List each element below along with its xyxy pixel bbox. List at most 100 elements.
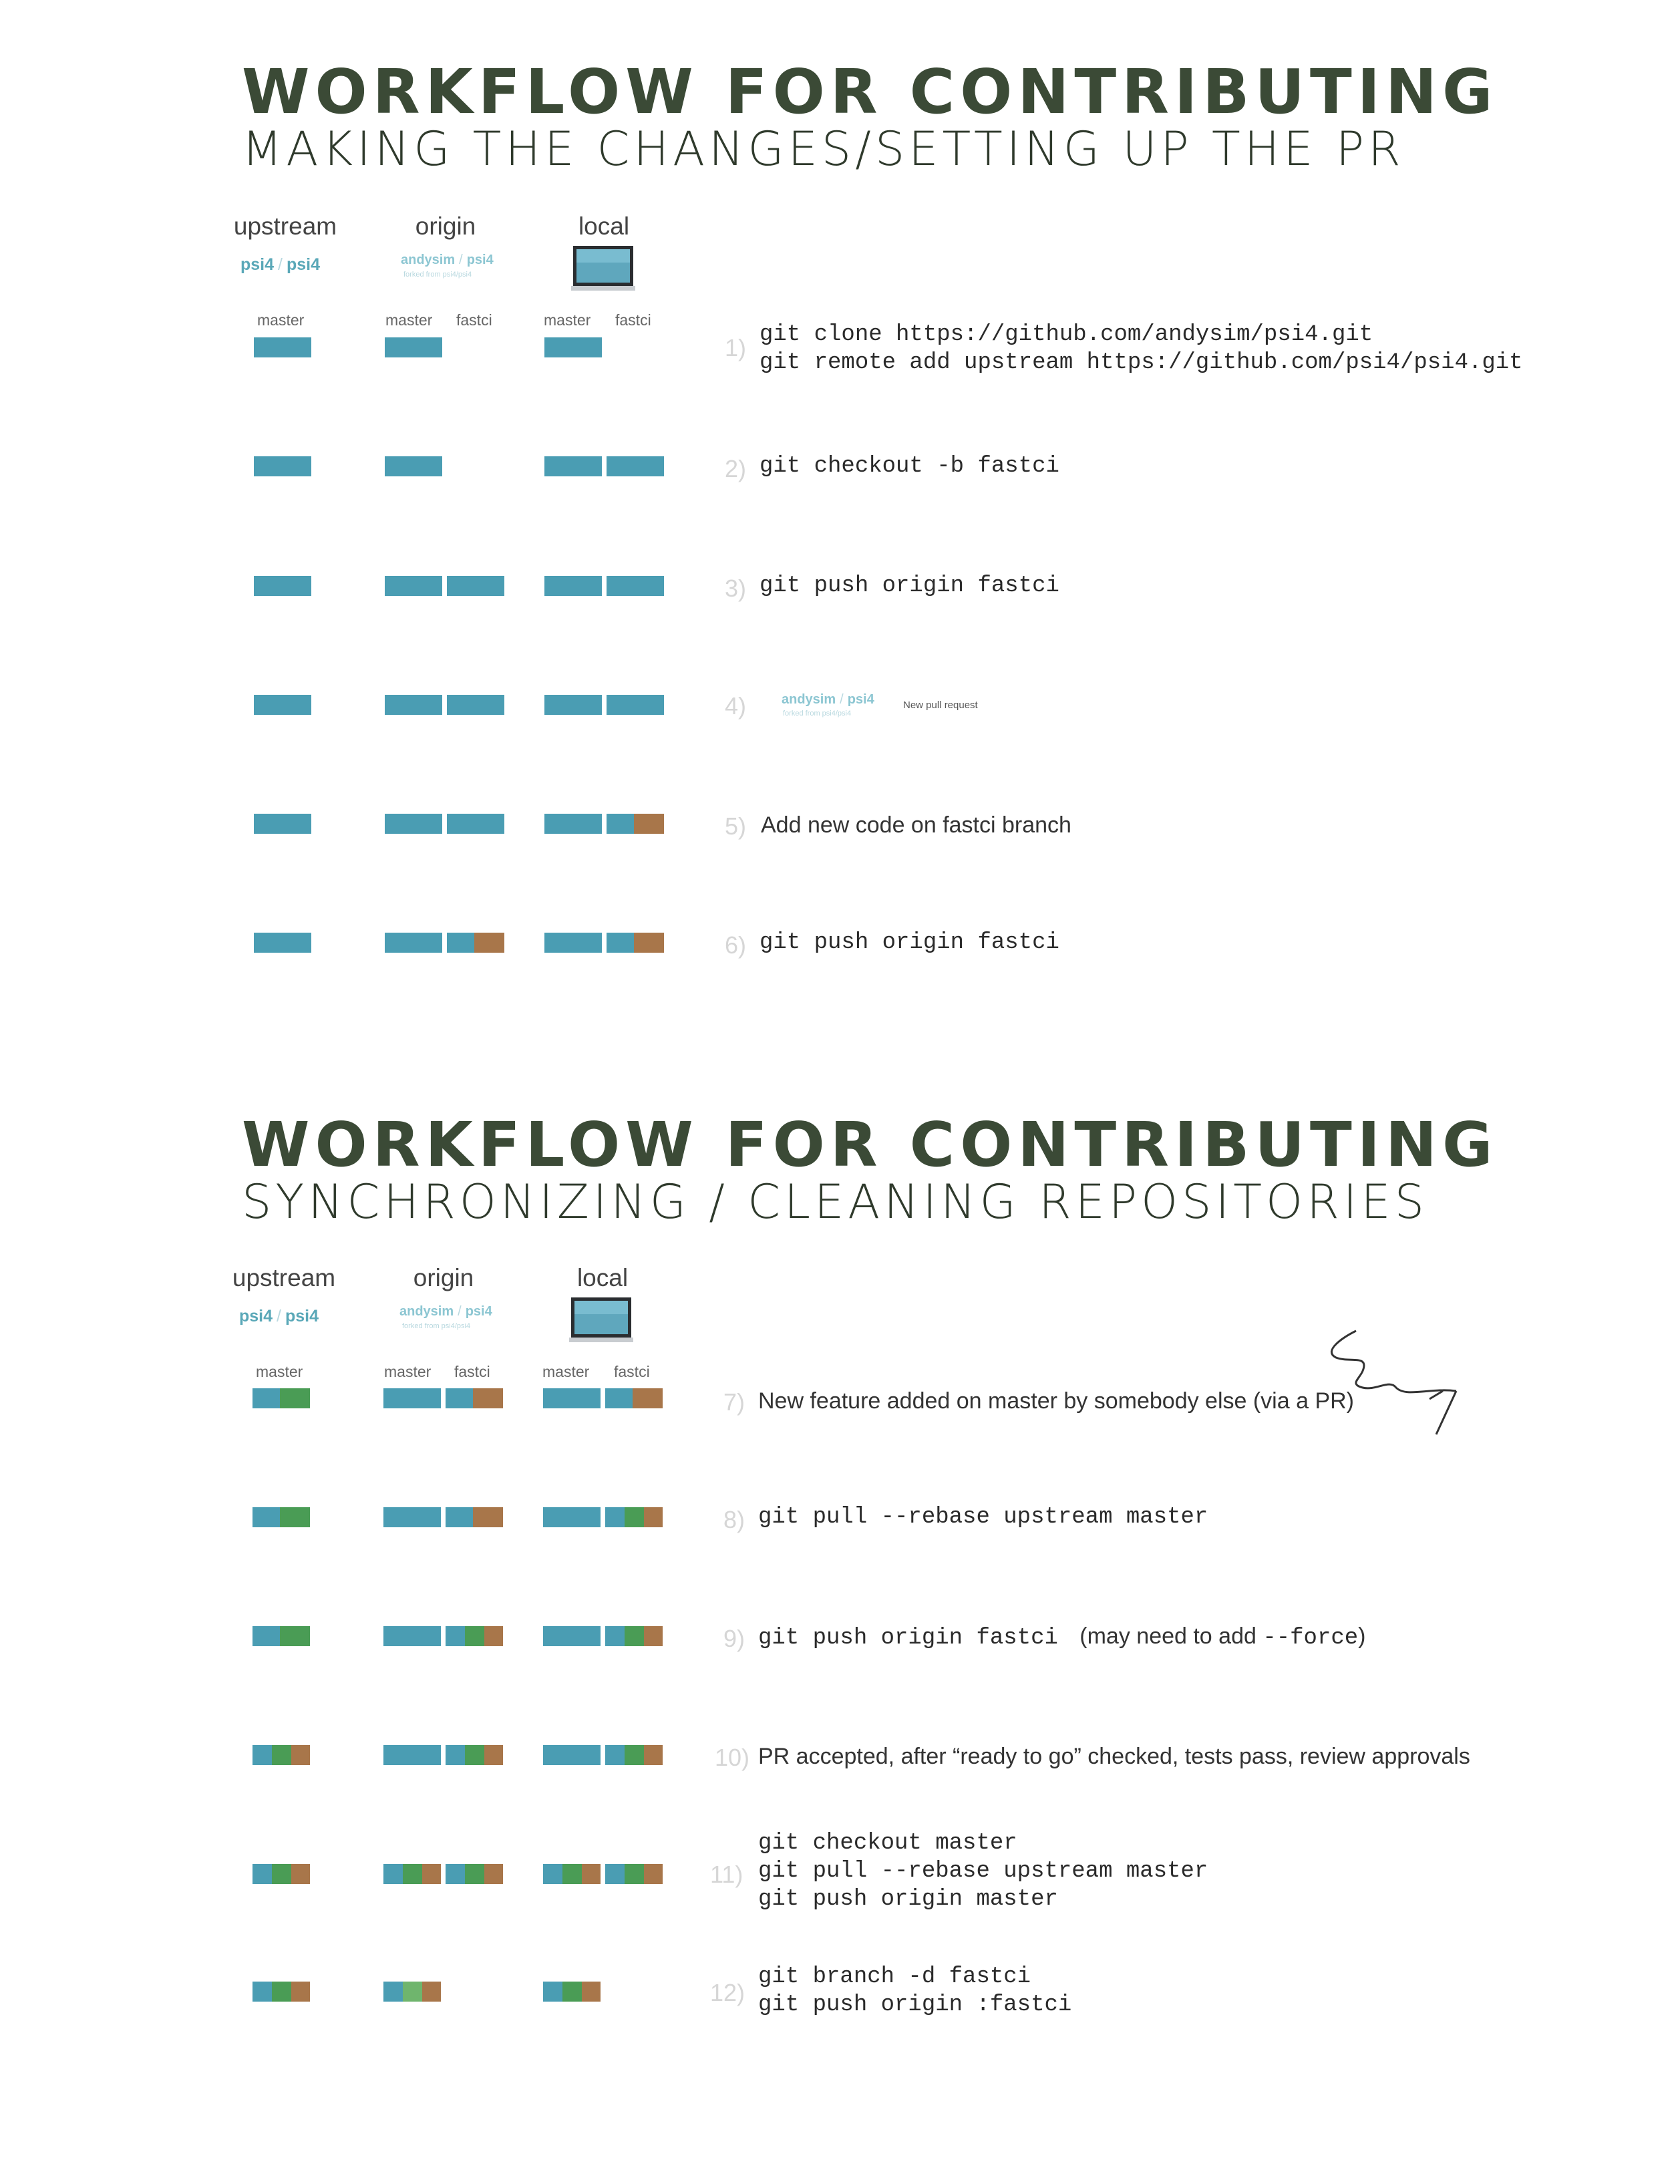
- commit-bar: [446, 1626, 503, 1646]
- commit-bar: [446, 1864, 503, 1884]
- commit-bar: [544, 337, 602, 357]
- repo-owner: andysim: [399, 1304, 454, 1319]
- step-command: git push origin fastci: [760, 572, 1059, 600]
- step-number: 4): [725, 692, 747, 720]
- upstream-repo-name: psi4/psi4: [239, 1307, 319, 1325]
- commit-bar: [383, 1982, 441, 2002]
- commit-bar: [544, 576, 602, 596]
- commit-bar: [607, 814, 664, 834]
- forked-from-label: forked from psi4/psi4: [402, 1322, 471, 1330]
- branch-label-local-master: master: [544, 311, 591, 329]
- section-2-title: WORKFLOW FOR CONTRIBUTING: [242, 1109, 1498, 1181]
- command-note-end: ): [1358, 1623, 1366, 1649]
- repo-name: psi4: [465, 1304, 492, 1319]
- step-number: 10): [715, 1744, 750, 1771]
- column-header-upstream: upstream: [232, 1264, 336, 1291]
- repo-owner: psi4: [240, 255, 275, 274]
- commit-bar: [253, 1507, 310, 1527]
- branch-label-origin-fastci: fastci: [454, 1363, 490, 1380]
- commit-bar: [253, 1388, 310, 1408]
- repo-owner: andysim: [401, 253, 456, 267]
- commit-bar: [446, 1745, 503, 1765]
- step-number: 12): [710, 1979, 745, 2006]
- command-line: git remote add upstream https://github.c…: [760, 350, 1523, 375]
- commit-bar: [383, 1507, 441, 1527]
- commit-bar: [383, 1388, 441, 1408]
- step-number: 7): [723, 1388, 745, 1416]
- command-flag: --force: [1263, 1625, 1359, 1651]
- commit-bar: [607, 456, 664, 476]
- commit-bar: [543, 1626, 601, 1646]
- step-number: 2): [725, 455, 747, 482]
- commit-bar: [253, 1982, 310, 2002]
- repo-owner: andysim: [782, 692, 836, 707]
- section-1-title: WORKFLOW FOR CONTRIBUTING: [242, 56, 1498, 128]
- commit-bar: [385, 456, 442, 476]
- commit-bar: [605, 1864, 663, 1884]
- commit-bar: [253, 1864, 310, 1884]
- commit-bar: [254, 695, 311, 715]
- commit-bar: [544, 814, 602, 834]
- laptop-icon: [569, 1296, 633, 1348]
- forked-from-label: forked from psi4/psi4: [403, 271, 472, 279]
- origin-repo-name: andysim/psi4: [401, 253, 494, 267]
- command-line: git push origin master: [758, 1887, 1058, 1912]
- commit-bar: [544, 933, 602, 953]
- column-header-upstream: upstream: [233, 212, 337, 240]
- branch-label-local-master: master: [542, 1363, 590, 1380]
- commit-bar: [543, 1388, 601, 1408]
- repo-name: psi4: [285, 1307, 319, 1325]
- upstream-repo-name: psi4/psi4: [240, 255, 321, 274]
- section-1-subtitle: MAKING THE CHANGES/SETTING UP THE PR: [242, 122, 1405, 176]
- commit-bar: [543, 1864, 601, 1884]
- commit-bar: [544, 456, 602, 476]
- repo-owner: psi4: [239, 1307, 273, 1325]
- step-description: PR accepted, after “ready to go” checked…: [758, 1744, 1470, 1769]
- step-command: git pull --rebase upstream master: [758, 1503, 1208, 1531]
- step-command: git clone https://github.com/andysim/psi…: [760, 321, 1523, 377]
- step-description: New feature added on master by somebody …: [758, 1388, 1355, 1414]
- commit-bar: [446, 1388, 503, 1408]
- command-line: git pull --rebase upstream master: [758, 1505, 1208, 1530]
- column-header-origin: origin: [415, 212, 476, 240]
- step-command: git push origin fastci: [760, 929, 1059, 957]
- column-header-origin: origin: [413, 1264, 474, 1291]
- commit-bar: [254, 456, 311, 476]
- commit-bar: [447, 814, 504, 834]
- command-note: (may need to add: [1079, 1623, 1263, 1649]
- fork-repo-name: andysim/psi4: [782, 692, 874, 707]
- commit-bar: [383, 1745, 441, 1765]
- repo-name: psi4: [466, 253, 494, 267]
- commit-bar: [447, 695, 504, 715]
- command-line: git push origin fastci: [758, 1625, 1058, 1651]
- step-command: git checkout -b fastci: [760, 452, 1059, 480]
- commit-bar: [447, 576, 504, 596]
- command-line: git pull --rebase upstream master: [758, 1859, 1208, 1884]
- commit-bar: [253, 1626, 310, 1646]
- step-number: 8): [723, 1506, 745, 1533]
- commit-bar: [446, 1507, 503, 1527]
- commit-bar: [543, 1507, 601, 1527]
- step-number: 9): [723, 1625, 745, 1652]
- commit-bar: [383, 1626, 441, 1646]
- step-description: Add new code on fastci branch: [761, 812, 1071, 838]
- step-number: 11): [710, 1861, 743, 1888]
- command-line: git push origin fastci: [760, 930, 1059, 955]
- commit-bar: [543, 1982, 601, 2002]
- repo-name: psi4: [847, 692, 874, 707]
- step-command: git push origin fastci (may need to add …: [758, 1622, 1366, 1652]
- branch-label-local-fastci: fastci: [615, 311, 651, 329]
- commit-bar: [605, 1626, 663, 1646]
- column-header-local: local: [576, 1264, 629, 1291]
- step-command: git checkout master git pull --rebase up…: [758, 1829, 1208, 1913]
- command-line: git checkout -b fastci: [760, 454, 1059, 479]
- commit-bar: [254, 814, 311, 834]
- step-number: 5): [725, 812, 747, 840]
- commit-bar: [253, 1745, 310, 1765]
- new-pull-request-button[interactable]: New pull request: [903, 699, 978, 711]
- commit-bar: [385, 576, 442, 596]
- command-line: git checkout master: [758, 1831, 1017, 1856]
- commit-bar: [607, 576, 664, 596]
- laptop-icon: [571, 245, 635, 296]
- commit-bar: [607, 695, 664, 715]
